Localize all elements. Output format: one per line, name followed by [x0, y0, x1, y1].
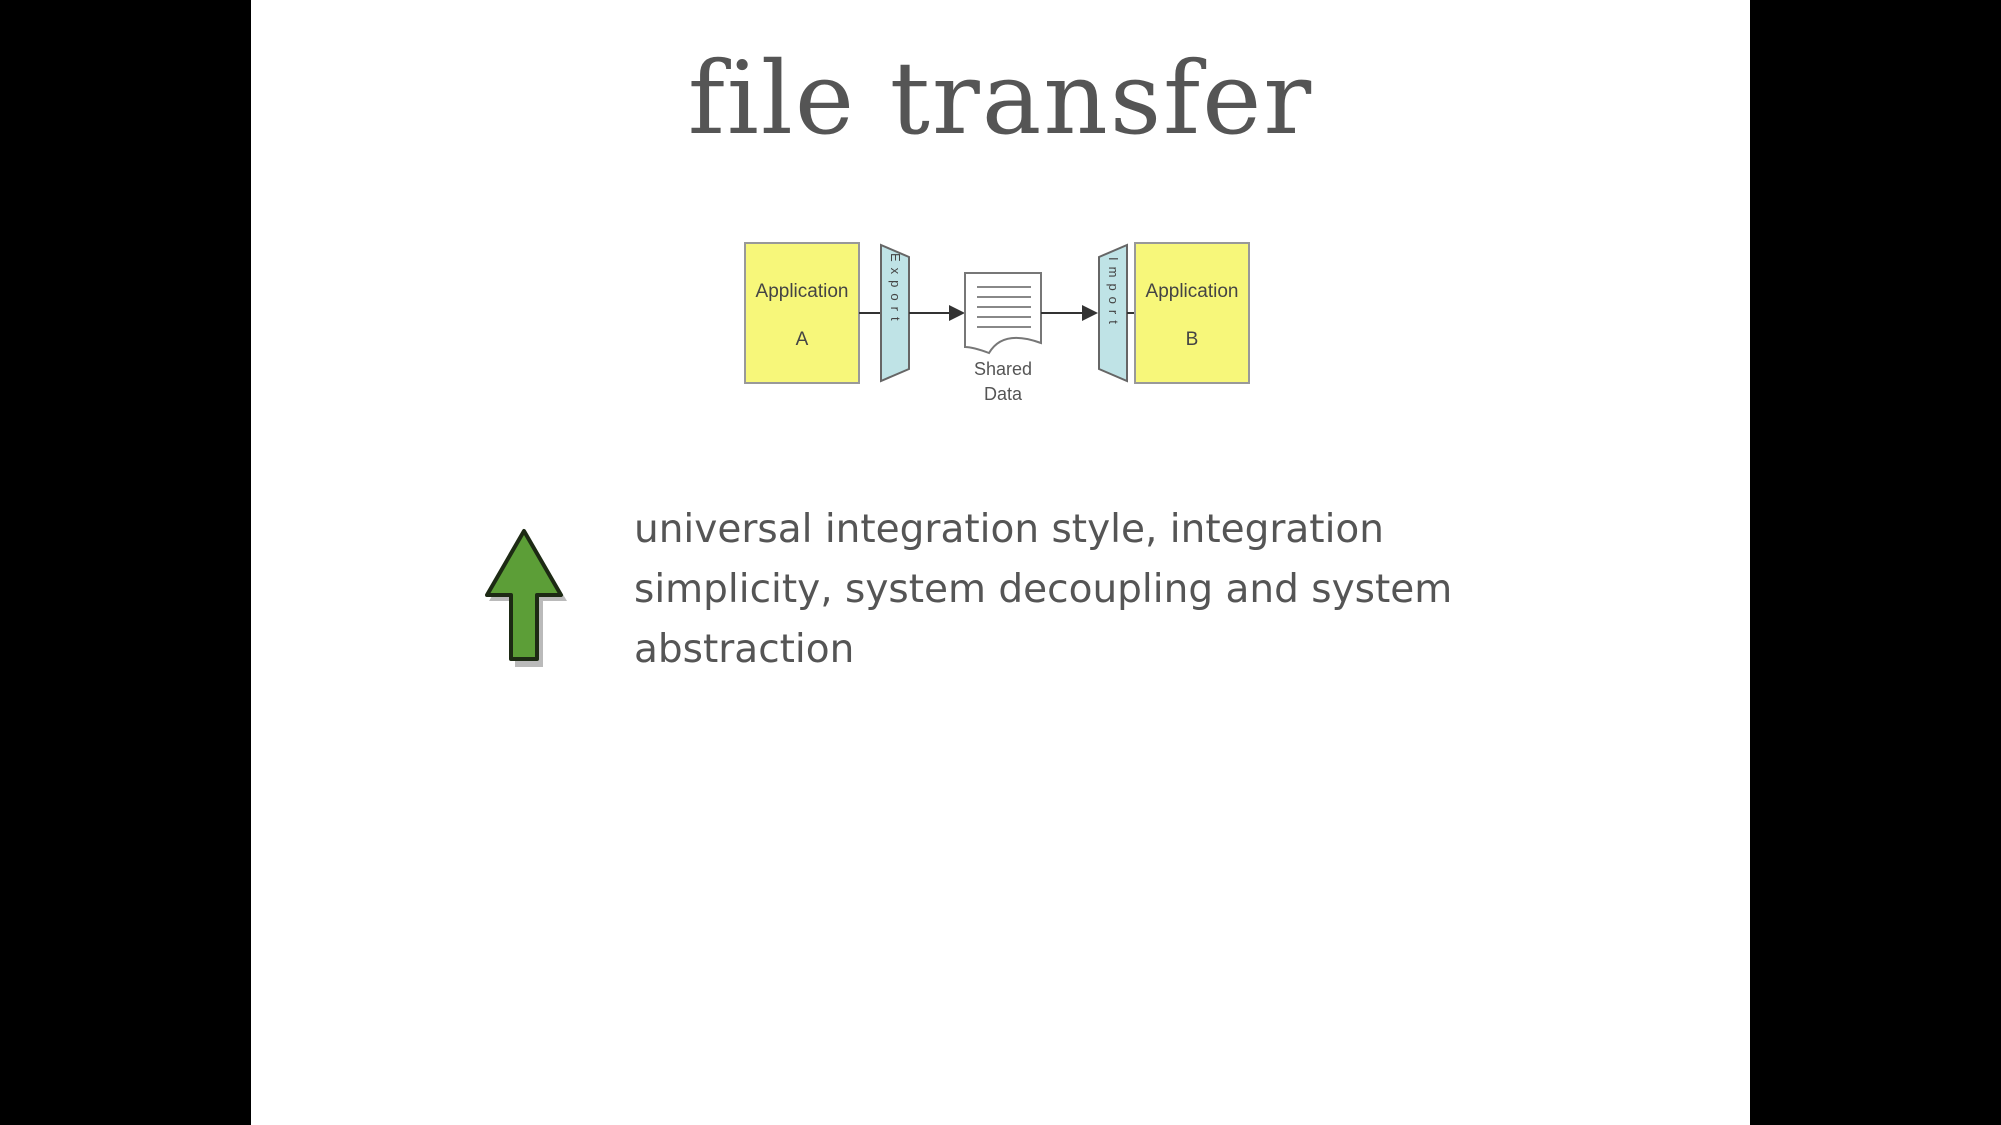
application-a-box: Application A: [744, 242, 860, 384]
application-b-label: Application: [1146, 281, 1239, 302]
import-label: Import: [1106, 257, 1121, 330]
slide-title: file transfer: [687, 40, 1314, 157]
green-up-arrow-icon: [485, 529, 567, 667]
slide: file transfer Application A Export: [251, 0, 1750, 1125]
application-b-box: Application B: [1134, 242, 1250, 384]
export-connector: Export: [880, 243, 910, 383]
bullet-text: universal integration style, integration…: [634, 507, 1453, 672]
application-b-letter: B: [1186, 329, 1199, 350]
shared-data-label-line2: Data: [984, 384, 1023, 404]
export-label: Export: [888, 253, 903, 327]
application-a-letter: A: [796, 329, 809, 350]
shared-data-document-icon: [964, 272, 1042, 355]
import-connector: Import: [1098, 243, 1128, 383]
application-a-label: Application: [756, 281, 849, 302]
shared-data-label-line1: Shared: [974, 359, 1032, 379]
file-transfer-diagram: Application A Export Shared Data Import: [744, 242, 1250, 404]
